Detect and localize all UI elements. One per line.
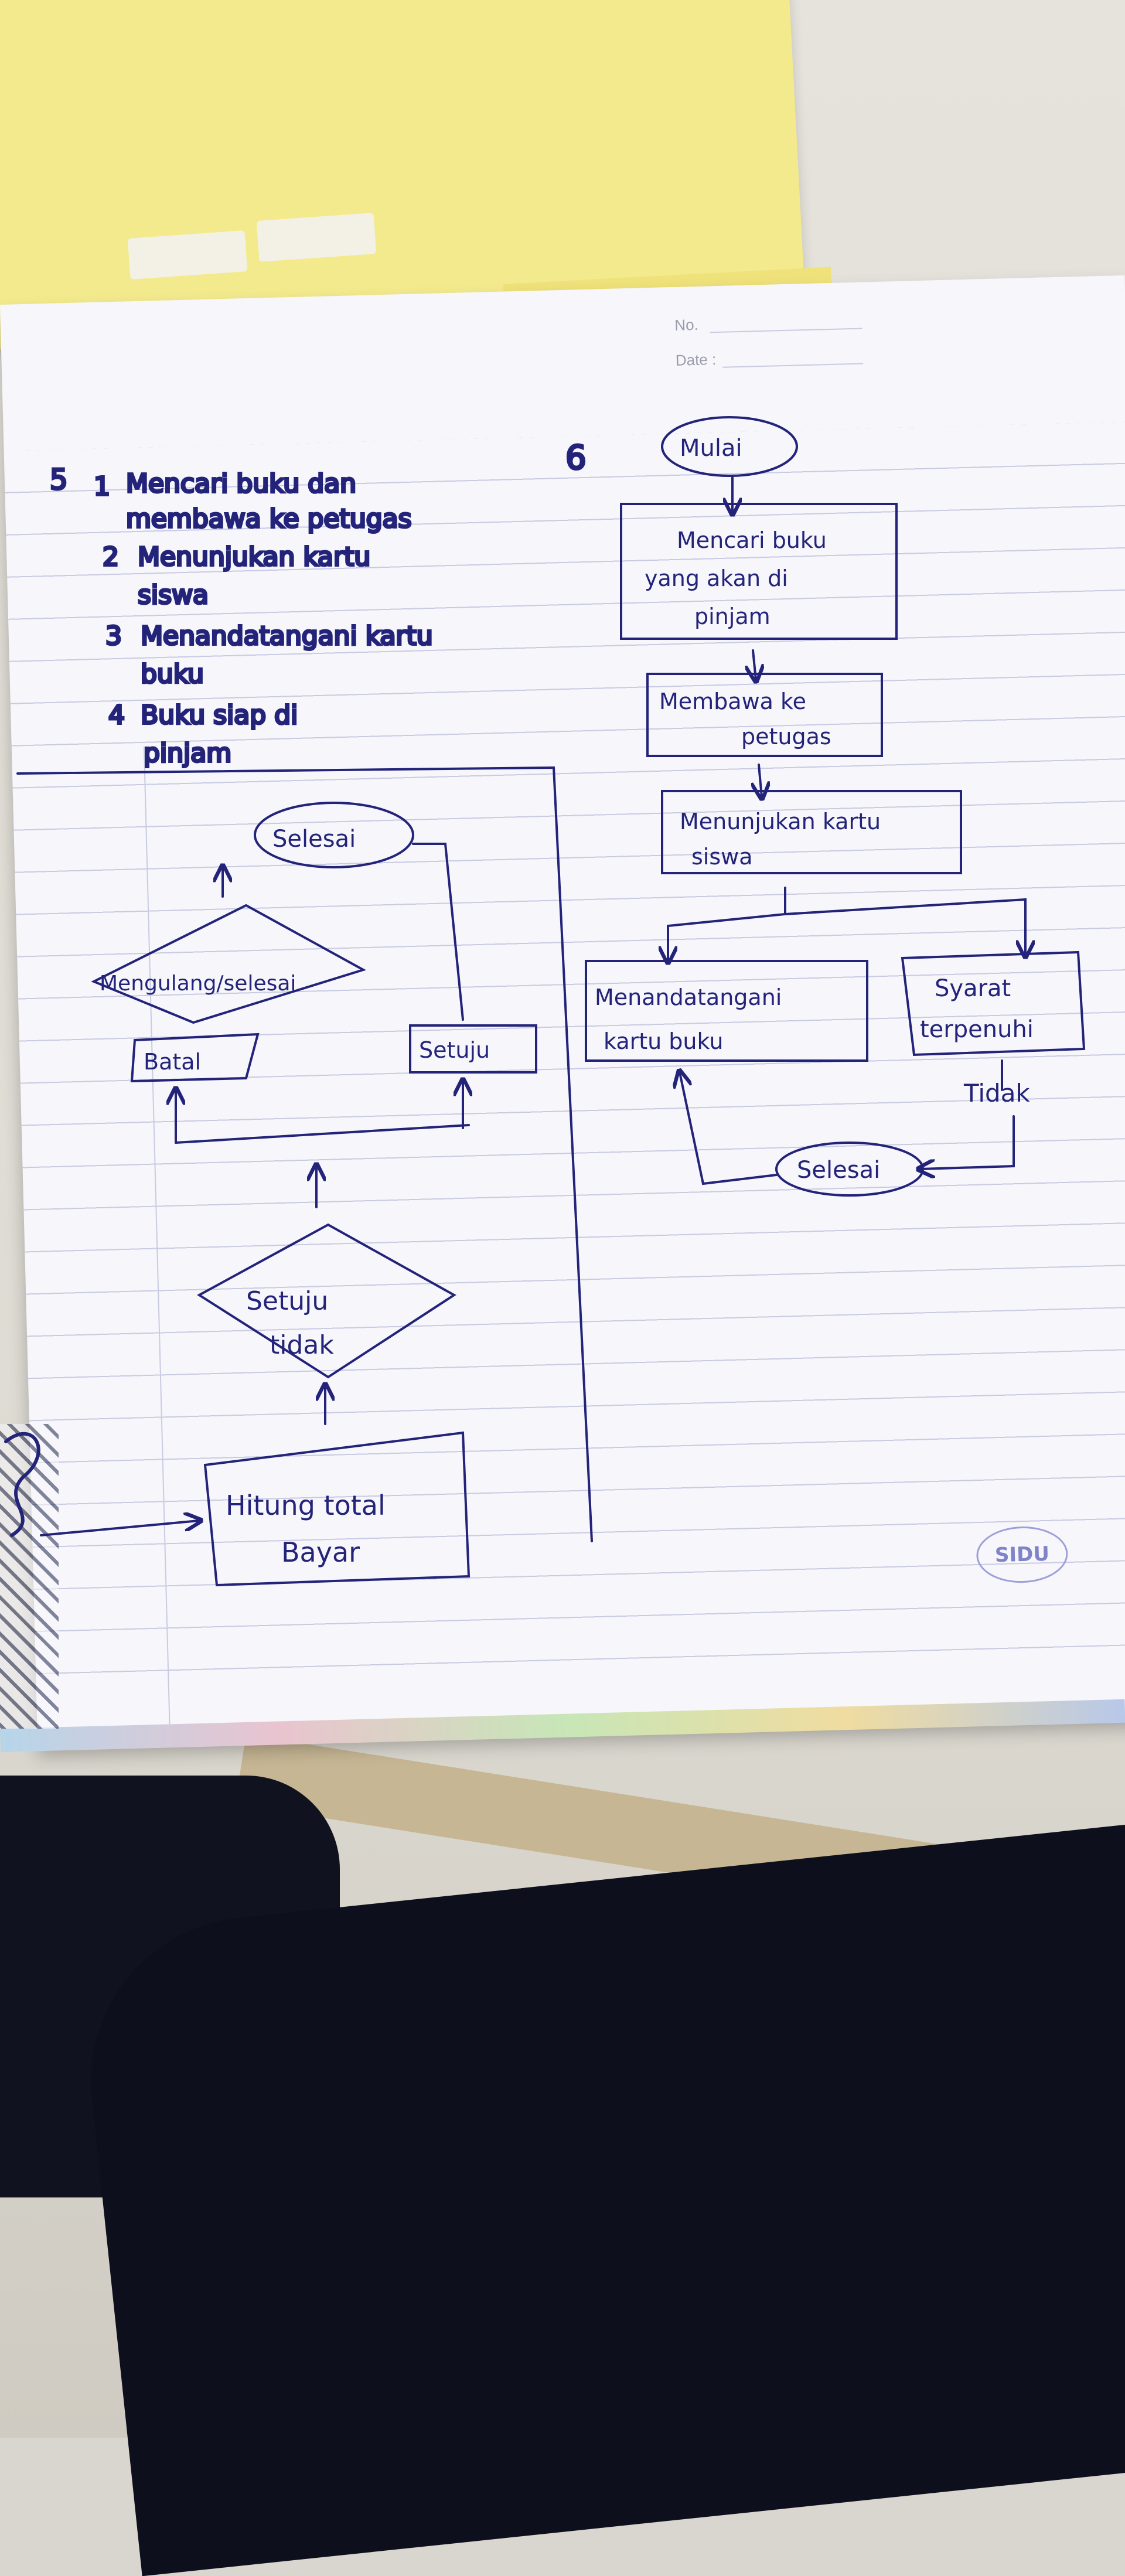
step4-line1: Menandatangani [595,984,782,1010]
step1-line2: yang akan di [645,565,788,591]
list-item-2-line2: siswa [138,580,209,610]
decision-repeat [91,904,367,1024]
step1-box [620,503,898,640]
step3-line1: Menunjukan kartu [680,809,881,834]
step4-line2: kartu buku [604,1028,723,1054]
decision-agree-line2: tidak [270,1330,334,1360]
list-item-1-number: 1 [94,472,110,502]
start-terminator [661,416,798,477]
arrow-split-left [668,887,786,961]
step3-box [661,790,962,874]
section-separator [16,766,593,1542]
step1-line3: pinjam [694,604,771,629]
agree-box [409,1024,537,1074]
step2-box [646,673,883,757]
cancel-box [130,1033,260,1083]
list-item-2-number: 2 [103,542,119,572]
arrow-no-end [920,1115,1015,1169]
end-terminator-left [254,802,414,868]
list-item-1-line2: membawa ke petugas [126,504,412,534]
step4-box [585,960,868,1062]
list-item-4-line2: pinjam [144,738,231,768]
list-item-3-line2: buku [141,659,204,689]
list-item-2-line1: Menunjukan kartu [138,542,370,572]
list-item-1-line1: Mencari buku dan [126,469,356,499]
decision-repeat-label: Mengulang/selesai [100,972,296,996]
calc-line2: Bayar [281,1536,360,1568]
merge-line [175,1124,470,1144]
line-agree-up [412,843,464,1021]
end-label-left: Selesai [272,826,356,853]
handwriting-layer: 5 1 Mencari buku dan membawa ke petugas … [4,416,1086,1587]
calc-box [203,1431,471,1587]
arrow-step4-end [680,1072,778,1185]
arrow-into-calc [40,1521,199,1536]
calc-line1: Hitung total [226,1490,386,1521]
step2-line1: Membawa ke [659,689,806,714]
decision-agree-line1: Setuju [246,1286,328,1316]
list-item-4-number: 4 [108,700,125,730]
cancel-label: Batal [144,1049,201,1075]
condition-line1: Syarat [935,975,1011,1002]
step3-line2: siswa [691,844,753,870]
condition-line2: terpenuhi [920,1016,1034,1043]
condition-no-label: Tidak [963,1079,1030,1108]
list-item-3-number: 3 [105,621,122,651]
arrow-step1-step2 [753,649,756,680]
agree-label: Setuju [419,1037,490,1063]
list-item-3-line1: Menandatangani kartu [141,621,433,651]
decision-agree [197,1223,456,1379]
end-terminator-right [775,1142,924,1197]
section-5-number: 5 [50,464,68,496]
step2-line2: petugas [741,724,831,749]
arrow-split-right [784,898,1025,955]
list-item-4-line1: Buku siap di [141,700,298,730]
section-6-number: 6 [565,439,587,477]
step1-line1: Mencari buku [677,527,827,553]
margin-scribble [4,1432,40,1537]
condition-box [901,950,1086,1057]
start-label: Mulai [680,435,742,462]
sleeve-pattern [0,1424,59,1729]
end-label-right: Selesai [797,1157,880,1184]
